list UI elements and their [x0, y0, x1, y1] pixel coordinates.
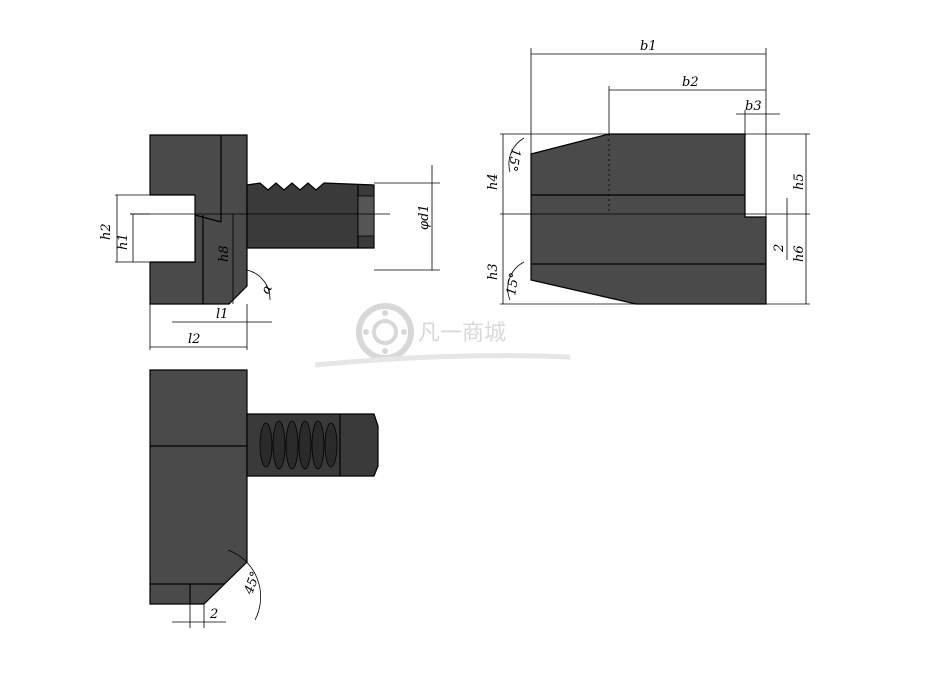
- dim-2-top: 2: [209, 607, 218, 622]
- dim-b1: b1: [640, 39, 657, 54]
- dim-2-side: 2: [772, 244, 787, 253]
- dim-15-top: 15°: [504, 147, 523, 172]
- side-view: b1 b2 b3 h4 h3 h5 h6 2 15° 15°: [486, 39, 810, 305]
- dim-h4: h4: [486, 173, 501, 190]
- dim-alpha: α: [258, 282, 275, 297]
- dim-l1: l1: [216, 307, 228, 322]
- dim-h3: h3: [486, 263, 501, 280]
- top-body: [149, 369, 248, 605]
- side-body: [530, 133, 767, 305]
- dim-b2: b2: [682, 75, 699, 90]
- thread-rings: [259, 420, 338, 470]
- dim-b3: b3: [745, 99, 762, 114]
- dim-l2: l2: [188, 332, 200, 347]
- dim-h8: h8: [217, 245, 232, 262]
- top-view: 45° 2: [149, 369, 379, 628]
- dim-h6: h6: [792, 245, 807, 262]
- front-view: h2 h1 h8 α l1 l2 φd1: [99, 134, 440, 350]
- dim-d1: φd1: [417, 204, 432, 230]
- watermark-text: 凡一商城: [418, 321, 506, 346]
- watermark: 凡一商城: [314, 303, 571, 368]
- ring-logo-icon: [356, 303, 414, 361]
- dim-15-bottom: 15°: [504, 271, 523, 296]
- dim-h5: h5: [792, 173, 807, 190]
- dim-h2: h2: [99, 223, 114, 240]
- dim-h1: h1: [116, 233, 131, 250]
- front-shank: [246, 182, 375, 249]
